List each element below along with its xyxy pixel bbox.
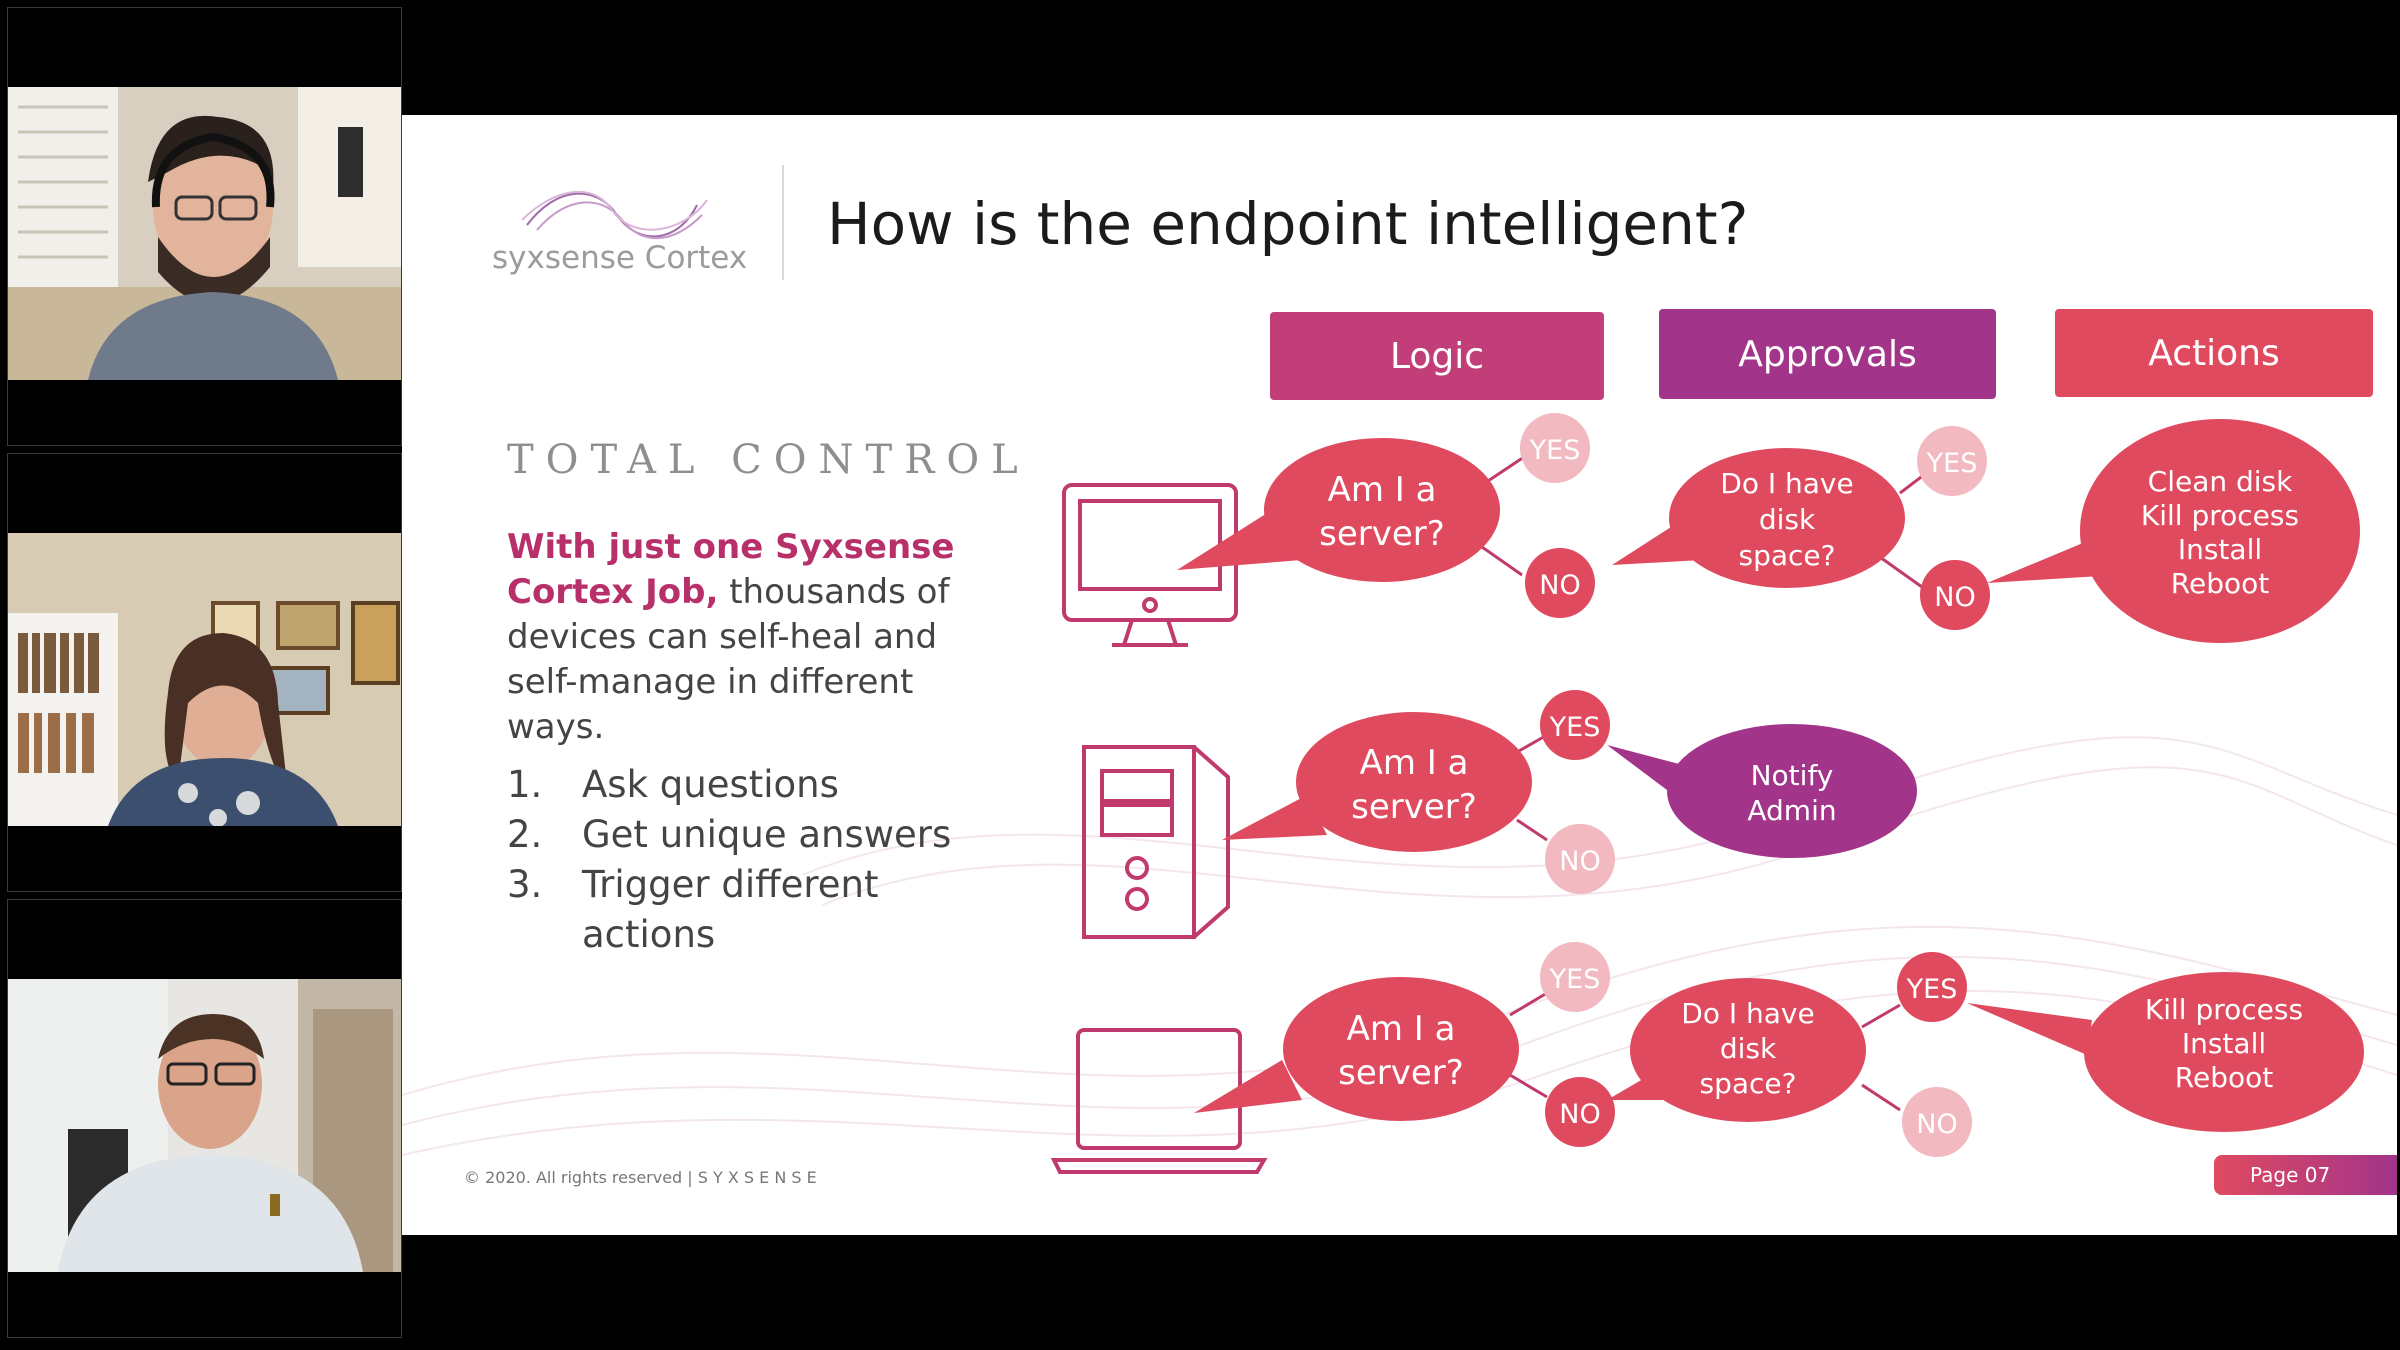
logo-product: Cortex xyxy=(644,240,748,276)
am-i-server-bubble-2 xyxy=(1296,712,1532,852)
bubble-label: server? xyxy=(1319,514,1445,554)
section-heading: TOTAL CONTROL xyxy=(507,437,1030,483)
bubble-label: Reboot xyxy=(2175,1061,2273,1094)
bubble-label: NO xyxy=(1559,1099,1600,1130)
bubble-label: NO xyxy=(1559,846,1600,877)
logic-header: Logic xyxy=(1270,312,1604,400)
video-tile-1[interactable] xyxy=(7,7,402,446)
step-item-3: 3. Trigger different actions xyxy=(507,860,987,960)
bubble-label: NO xyxy=(1539,570,1580,601)
bubble-label: Am I a xyxy=(1328,470,1437,510)
am-i-server-bubble-1 xyxy=(1264,438,1500,582)
steps-list: 1. Ask questions 2. Get unique answers 3. T… xyxy=(507,760,987,960)
step-text: Trigger different actions xyxy=(582,863,879,956)
decision-node xyxy=(209,809,227,826)
bubble-label: YES xyxy=(1549,964,1601,995)
step-text: Ask questions xyxy=(582,763,839,806)
syxsense-logo-text: syxsense Cortex xyxy=(492,240,747,276)
decision-node xyxy=(1902,1087,1972,1157)
decision-node xyxy=(1125,887,1149,911)
bubble-label: Kill process xyxy=(2141,499,2299,532)
bubble-label: Install xyxy=(2178,533,2262,566)
decision-node xyxy=(1525,548,1595,618)
bubble-label: space? xyxy=(1738,539,1835,572)
bubble-label: Kill process xyxy=(2145,993,2303,1026)
participant-video-2 xyxy=(8,533,401,826)
bubble-label: YES xyxy=(1549,712,1601,743)
slide-title: How is the endpoint intelligent? xyxy=(827,190,1749,258)
actions-header: Actions xyxy=(2055,309,2373,397)
action-bubble-1 xyxy=(2080,419,2360,643)
decision-node xyxy=(1520,413,1590,483)
bubble-label: Install xyxy=(2182,1027,2266,1060)
bubble-label: Am I a xyxy=(1360,743,1469,783)
step-item-2: 2. Get unique answers xyxy=(507,810,987,860)
bubble-label: Do I have xyxy=(1720,467,1853,500)
logo-brand: syxsense xyxy=(492,240,635,276)
bubble-label: Clean disk xyxy=(2148,465,2294,498)
decision-node xyxy=(1897,952,1967,1022)
decision-node xyxy=(158,1019,262,1149)
decision-node xyxy=(1540,690,1610,760)
decision-node xyxy=(1540,942,1610,1012)
disk-space-bubble-1 xyxy=(1669,448,1905,588)
am-i-server-bubble-3 xyxy=(1283,977,1519,1121)
intro-rest: thousands of devices can self-heal and s… xyxy=(507,572,950,747)
decision-node xyxy=(1917,426,1987,496)
bubble-label: disk xyxy=(1720,1032,1777,1065)
disk-space-bubble-3 xyxy=(1630,978,1866,1122)
bubble-label: Reboot xyxy=(2171,567,2269,600)
bubble-label: YES xyxy=(1926,448,1978,479)
decision-node xyxy=(236,791,260,815)
bubble-label: NO xyxy=(1916,1109,1957,1140)
page-number-badge: Page 07 xyxy=(2214,1155,2397,1195)
decision-node xyxy=(1142,597,1158,613)
bubble-label: Notify xyxy=(1751,759,1834,792)
intro-paragraph: With just one Syxsense Cortex Job, thous… xyxy=(507,525,997,750)
server-tower-icon xyxy=(1082,745,1230,939)
decision-flow-diagram: Am I a server? YES NO Do I have disk spa… xyxy=(1050,413,2364,1174)
intro-bold: With just one Syxsense Cortex Job, xyxy=(507,527,955,612)
decision-node xyxy=(1920,560,1990,630)
step-item-1: 1. Ask questions xyxy=(507,760,987,810)
copyright-text: © 2020. All rights reserved | S Y X S E … xyxy=(464,1168,817,1187)
step-text: Get unique answers xyxy=(582,813,952,856)
video-tile-2[interactable] xyxy=(7,453,402,892)
approvals-header: Approvals xyxy=(1659,309,1996,399)
decision-node xyxy=(1545,824,1615,894)
decision-node xyxy=(1125,856,1149,880)
syxsense-logo-mark xyxy=(521,191,708,240)
bubble-label: YES xyxy=(1529,435,1581,466)
bubble-label: NO xyxy=(1934,582,1975,613)
bubble-label: server? xyxy=(1338,1053,1464,1093)
video-tile-3[interactable] xyxy=(7,899,402,1338)
notify-admin-bubble xyxy=(1667,724,1917,858)
bubble-label: Admin xyxy=(1747,794,1836,827)
action-bubble-3 xyxy=(2084,972,2364,1132)
step-number: 3. xyxy=(507,863,543,906)
bubble-label: Am I a xyxy=(1347,1009,1456,1049)
bubble-label: disk xyxy=(1759,503,1816,536)
participant-video-3 xyxy=(8,979,401,1272)
participant-video-1 xyxy=(8,87,401,380)
title-divider xyxy=(782,165,784,280)
step-number: 1. xyxy=(507,763,543,806)
decision-node xyxy=(1545,1077,1615,1147)
bubble-label: space? xyxy=(1699,1067,1796,1100)
bubble-label: server? xyxy=(1351,787,1477,827)
bubble-label: YES xyxy=(1906,974,1958,1005)
bubble-label: Do I have xyxy=(1681,997,1814,1030)
presentation-slide: syxsense Cortex How is the endpoint inte… xyxy=(402,115,2397,1235)
decision-node xyxy=(178,783,198,803)
step-number: 2. xyxy=(507,813,543,856)
